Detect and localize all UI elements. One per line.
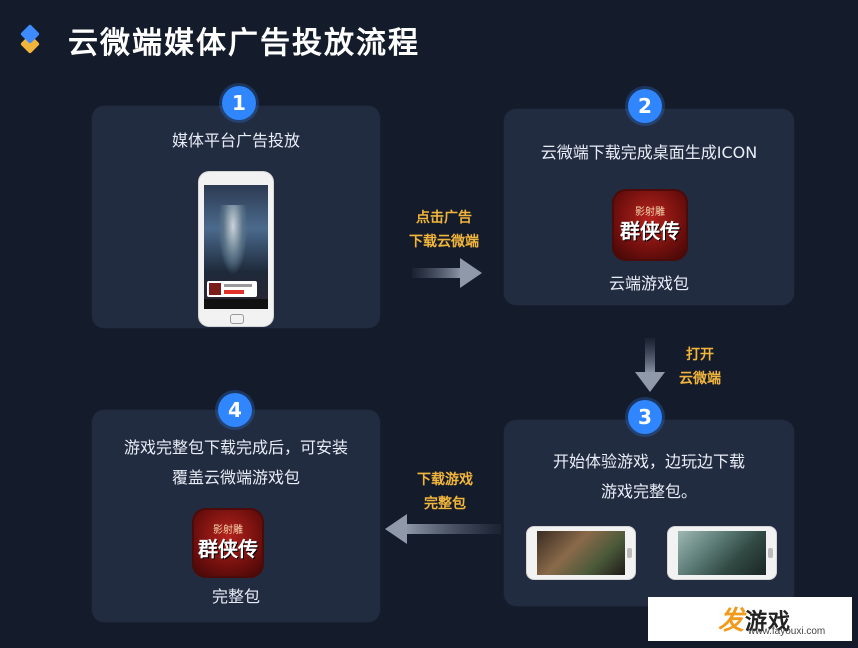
watermark-brand: 发游戏 (718, 600, 791, 637)
game-app-icon: 影射雕 群侠传 (612, 189, 688, 261)
app-icon-title: 群侠传 (620, 219, 680, 243)
step-badge-3: 3 (628, 400, 662, 434)
step-4-text-line-2: 覆盖云微端游戏包 (171, 468, 300, 487)
step-4-caption: 完整包 (211, 587, 260, 606)
step-3-text-line-1: 开始体验游戏，边玩边下载 (552, 452, 745, 471)
step-3-text-line-2: 游戏完整包。 (600, 482, 697, 501)
watermark: 发游戏 www.fayouxi.com (648, 597, 852, 641)
step-1-text: 媒体平台广告投放 (171, 131, 300, 150)
step-badge-2: 2 (628, 89, 662, 123)
arrow-right-icon (412, 258, 482, 288)
app-icon-subtitle: 影射雕 (635, 207, 665, 218)
app-icon-title: 群侠传 (198, 537, 258, 561)
page-title: 云微端媒体广告投放流程 (68, 26, 420, 61)
step-2-text: 云微端下载完成桌面生成ICON (540, 143, 758, 162)
game-app-icon: 影射雕 群侠传 (192, 508, 264, 578)
phone-mockup (199, 172, 273, 326)
step-badge-4: 4 (218, 393, 252, 427)
phone-landscape-1 (527, 527, 635, 579)
watermark-brand-fa: 发 (718, 606, 746, 636)
step-4-text-line-1: 游戏完整包下载完成后，可安装 (123, 438, 348, 457)
transition-1-line-1: 点击广告 (416, 210, 472, 226)
transition-3-line-2: 完整包 (424, 496, 466, 512)
transition-2-line-2: 云微端 (679, 371, 721, 387)
header: 云微端媒体广告投放流程 (20, 14, 420, 66)
transition-1-label: 点击广告 下载云微端 (396, 206, 492, 254)
logo-diamond-icon (20, 24, 46, 54)
step-2-caption: 云端游戏包 (608, 274, 689, 293)
arrow-left-icon (385, 514, 501, 544)
step-badge-1: 1 (222, 86, 256, 120)
phone-landscape-2 (668, 527, 776, 579)
transition-2-label: 打开 云微端 (668, 343, 732, 391)
transition-1-line-2: 下载云微端 (409, 234, 479, 250)
transition-3-line-1: 下载游戏 (417, 472, 473, 488)
transition-3-label: 下载游戏 完整包 (400, 468, 490, 516)
watermark-brand-rest: 游戏 (745, 610, 792, 635)
watermark-url: www.fayouxi.com (748, 626, 826, 637)
app-icon-subtitle: 影射雕 (213, 525, 243, 536)
transition-2-line-1: 打开 (686, 347, 714, 363)
arrow-down-icon (635, 338, 665, 392)
